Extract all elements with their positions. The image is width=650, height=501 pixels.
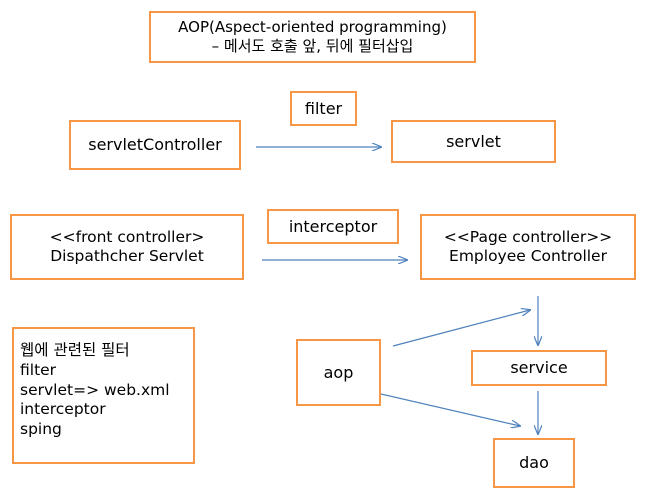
page-controller-line-1: <<Page controller>> bbox=[443, 227, 613, 246]
servlet-controller-label: servletController bbox=[88, 135, 222, 154]
aop-box: aop bbox=[296, 339, 381, 406]
filter-label: filter bbox=[304, 98, 343, 118]
service-box: service bbox=[471, 350, 607, 386]
servlet-box: servlet bbox=[391, 120, 556, 163]
web-filters-line-5: sping bbox=[20, 420, 62, 439]
aop-title-line-1: AOP(Aspect-oriented programming) bbox=[178, 18, 447, 37]
interceptor-label-box: interceptor bbox=[267, 209, 399, 244]
web-filters-line-4: interceptor bbox=[20, 400, 106, 419]
web-filters-line-2: filter bbox=[20, 360, 57, 379]
front-controller-line-1: <<front controller> bbox=[49, 227, 205, 246]
servlet-label: servlet bbox=[446, 131, 501, 151]
web-filters-line-3: servlet=> web.xml bbox=[20, 380, 170, 399]
dao-label: dao bbox=[519, 453, 549, 472]
arrow-aop-to-dao bbox=[367, 390, 520, 426]
arrow-aop-to-pagecontroller bbox=[392, 310, 530, 347]
web-filters-line-1: 웹에 관련된 필터 bbox=[20, 341, 130, 359]
front-controller-line-2: Dispathcher Servlet bbox=[50, 247, 204, 265]
aop-title-line-2: – 메서도 호출 앞, 뒤에 필터삽입 bbox=[211, 37, 414, 55]
filter-label-box: filter bbox=[290, 91, 357, 126]
servlet-controller-box: servletController bbox=[69, 120, 241, 170]
front-controller-box: <<front controller> Dispathcher Servlet bbox=[10, 214, 244, 280]
page-controller-line-2: Employee Controller bbox=[449, 247, 607, 265]
page-controller-box: <<Page controller>> Employee Controller bbox=[420, 214, 636, 280]
interceptor-label: interceptor bbox=[288, 216, 378, 236]
service-label: service bbox=[510, 358, 568, 377]
dao-box: dao bbox=[493, 438, 575, 488]
aop-title-box: AOP(Aspect-oriented programming) – 메서도 호… bbox=[149, 11, 476, 63]
aop-label: aop bbox=[323, 362, 354, 382]
web-filters-box: 웹에 관련된 필터 filter servlet=> web.xml inter… bbox=[12, 327, 195, 464]
